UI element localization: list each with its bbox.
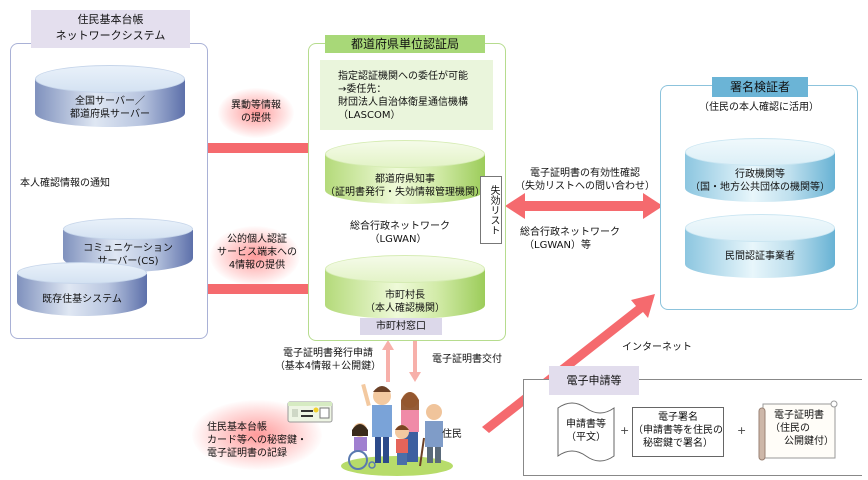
apply-line2: （基本4情報＋公開鍵） — [274, 361, 382, 372]
mayor-line1: 市町村長 — [385, 290, 425, 301]
doc1-line1: 申請書等 — [566, 419, 606, 430]
doc3-line1: 電子証明書 — [774, 410, 824, 421]
resident-label: 住民 — [442, 429, 462, 440]
validity-line1: 電子証明書の有効性確認 — [530, 168, 640, 179]
id-card-icon — [287, 401, 333, 423]
validity-check-label: 電子証明書の有効性確認 （失効リストへの問い合わせ） — [510, 167, 660, 193]
juki-title-line1: 住民基本台帳 — [77, 13, 144, 26]
lgwan-line1: 総合行政ネットワーク — [350, 221, 450, 232]
gov-agency-line2: （国・地方公共団体の機関等） — [690, 182, 830, 193]
card-line3: 電子証明書の記録 — [207, 448, 287, 459]
delegation-note: 指定認証機関への委任が可能 →委任先： 財団法人自治体衛星通信機構 （LASCO… — [320, 60, 493, 130]
gov-agency-cylinder: 行政機関等 （国・地方公共団体の機関等） — [685, 138, 835, 202]
plus-sign-1: + — [620, 424, 630, 437]
governor-line2: （証明書発行・失効情報管理機関） — [325, 187, 485, 198]
validity-line2: （失効リストへの問い合わせ） — [515, 181, 655, 192]
mayor-line2: （本人確認機関） — [365, 303, 445, 314]
card-line2: カード等への秘密鍵・ — [207, 435, 307, 446]
verifier-subtitle: （住民の本人確認に活用） — [699, 102, 819, 113]
national-server-cylinder: 全国サーバー／ 都道府県サーバー — [35, 65, 185, 127]
verifier-title: 署名検証者 — [712, 77, 808, 97]
governor-line1: 都道府県知事 — [375, 174, 435, 185]
mayor-cylinder: 市町村長 （本人確認機関） — [325, 255, 485, 319]
juki-title-line2: ネットワークシステム — [55, 29, 166, 42]
plus-sign-2: + — [737, 424, 747, 437]
private-ca-label: 民間認証事業者 — [725, 251, 795, 262]
doc1-label: 申請書等 （平文） — [557, 418, 615, 444]
four-info-line3: 4情報の提供 — [228, 260, 286, 271]
apply-up-arrow — [382, 340, 394, 382]
private-ca-cylinder: 民間認証事業者 — [685, 214, 835, 278]
plain-document-icon — [557, 402, 615, 462]
doc3-label: 電子証明書 （住民の 公開鍵付） — [770, 409, 834, 448]
delegation-line2: →委任先： — [338, 84, 387, 95]
revocation-list-doc: 失効リスト — [480, 176, 502, 244]
municipal-counter: 市町村窓口 — [360, 318, 442, 335]
card-line1: 住民基本台帳 — [207, 422, 267, 433]
delegation-line4: （LASCOM） — [338, 110, 401, 121]
governor-cylinder: 都道府県知事 （証明書発行・失効情報管理機関） — [325, 140, 485, 204]
four-info-arrow — [192, 276, 326, 302]
cs-server-line1: コミュニケーション — [83, 243, 173, 254]
card-record-label: 住民基本台帳 カード等への秘密鍵・ 電子証明書の記録 — [207, 421, 307, 460]
signature-document: 電子署名 （申請書等を住民の 秘密鍵で署名） — [632, 407, 724, 457]
four-info-line2: サービス端末への — [217, 247, 297, 258]
national-server-line2: 都道府県サーバー — [70, 109, 150, 120]
doc2-line1: 電子署名 — [658, 412, 698, 423]
change-info-glow — [218, 88, 294, 138]
four-info-glow — [210, 226, 300, 286]
juki-network-title: 住民基本台帳 ネットワークシステム — [31, 10, 190, 48]
cs-server-line2: サーバー(CS) — [97, 256, 159, 267]
four-info-line1: 公的個人認証 — [227, 234, 287, 245]
notify-label: 本人確認情報の通知 — [20, 178, 110, 189]
existing-system-label: 既存住基システム — [42, 294, 122, 305]
doc2-line2: （申請書等を住民の — [633, 425, 723, 436]
residents-illustration — [341, 383, 453, 476]
lgwan-line2: （LGWAN） — [369, 234, 427, 245]
e-application-title: 電子申請等 — [549, 366, 639, 395]
prefecture-ca-title: 都道府県単位認証局 — [325, 35, 485, 53]
delegation-line3: 財団法人自治体衛星通信機構 — [338, 97, 468, 108]
certificate-scroll-icon — [758, 400, 838, 461]
change-info-line1: 異動等情報 — [231, 100, 281, 111]
validity-net-line2: （LGWAN）等 — [524, 240, 591, 251]
apply-label: 電子証明書発行申請 （基本4情報＋公開鍵） — [272, 347, 384, 373]
doc2-line3: 秘密鍵で署名） — [643, 438, 713, 449]
lgwan-label: 総合行政ネットワーク （LGWAN） — [350, 220, 450, 246]
doc3-line3: 公開鍵付） — [784, 436, 834, 447]
issue-down-arrow — [409, 340, 421, 382]
validity-net-line1: 総合行政ネットワーク — [520, 227, 620, 238]
internet-label: インターネット — [622, 342, 692, 353]
apply-line1: 電子証明書発行申請 — [283, 348, 373, 359]
change-info-arrow — [192, 135, 326, 161]
national-server-line1: 全国サーバー／ — [75, 96, 145, 107]
validity-double-arrow — [505, 193, 663, 219]
doc3-line2: （住民の — [770, 423, 810, 434]
change-info-line2: の提供 — [241, 113, 271, 124]
four-info-label: 公的個人認証 サービス端末への 4情報の提供 — [212, 233, 302, 272]
gov-agency-line1: 行政機関等 — [735, 169, 785, 180]
validity-network-label: 総合行政ネットワーク （LGWAN）等 — [520, 226, 620, 252]
issue-label: 電子証明書交付 — [432, 354, 502, 365]
change-info-label: 異動等情報 の提供 — [222, 99, 290, 125]
existing-system-cylinder: 既存住基システム — [17, 262, 147, 316]
delegation-line1: 指定認証機関への委任が可能 — [338, 71, 468, 82]
revocation-list-label: 失効リスト — [488, 185, 499, 235]
doc1-line2: （平文） — [566, 432, 606, 443]
